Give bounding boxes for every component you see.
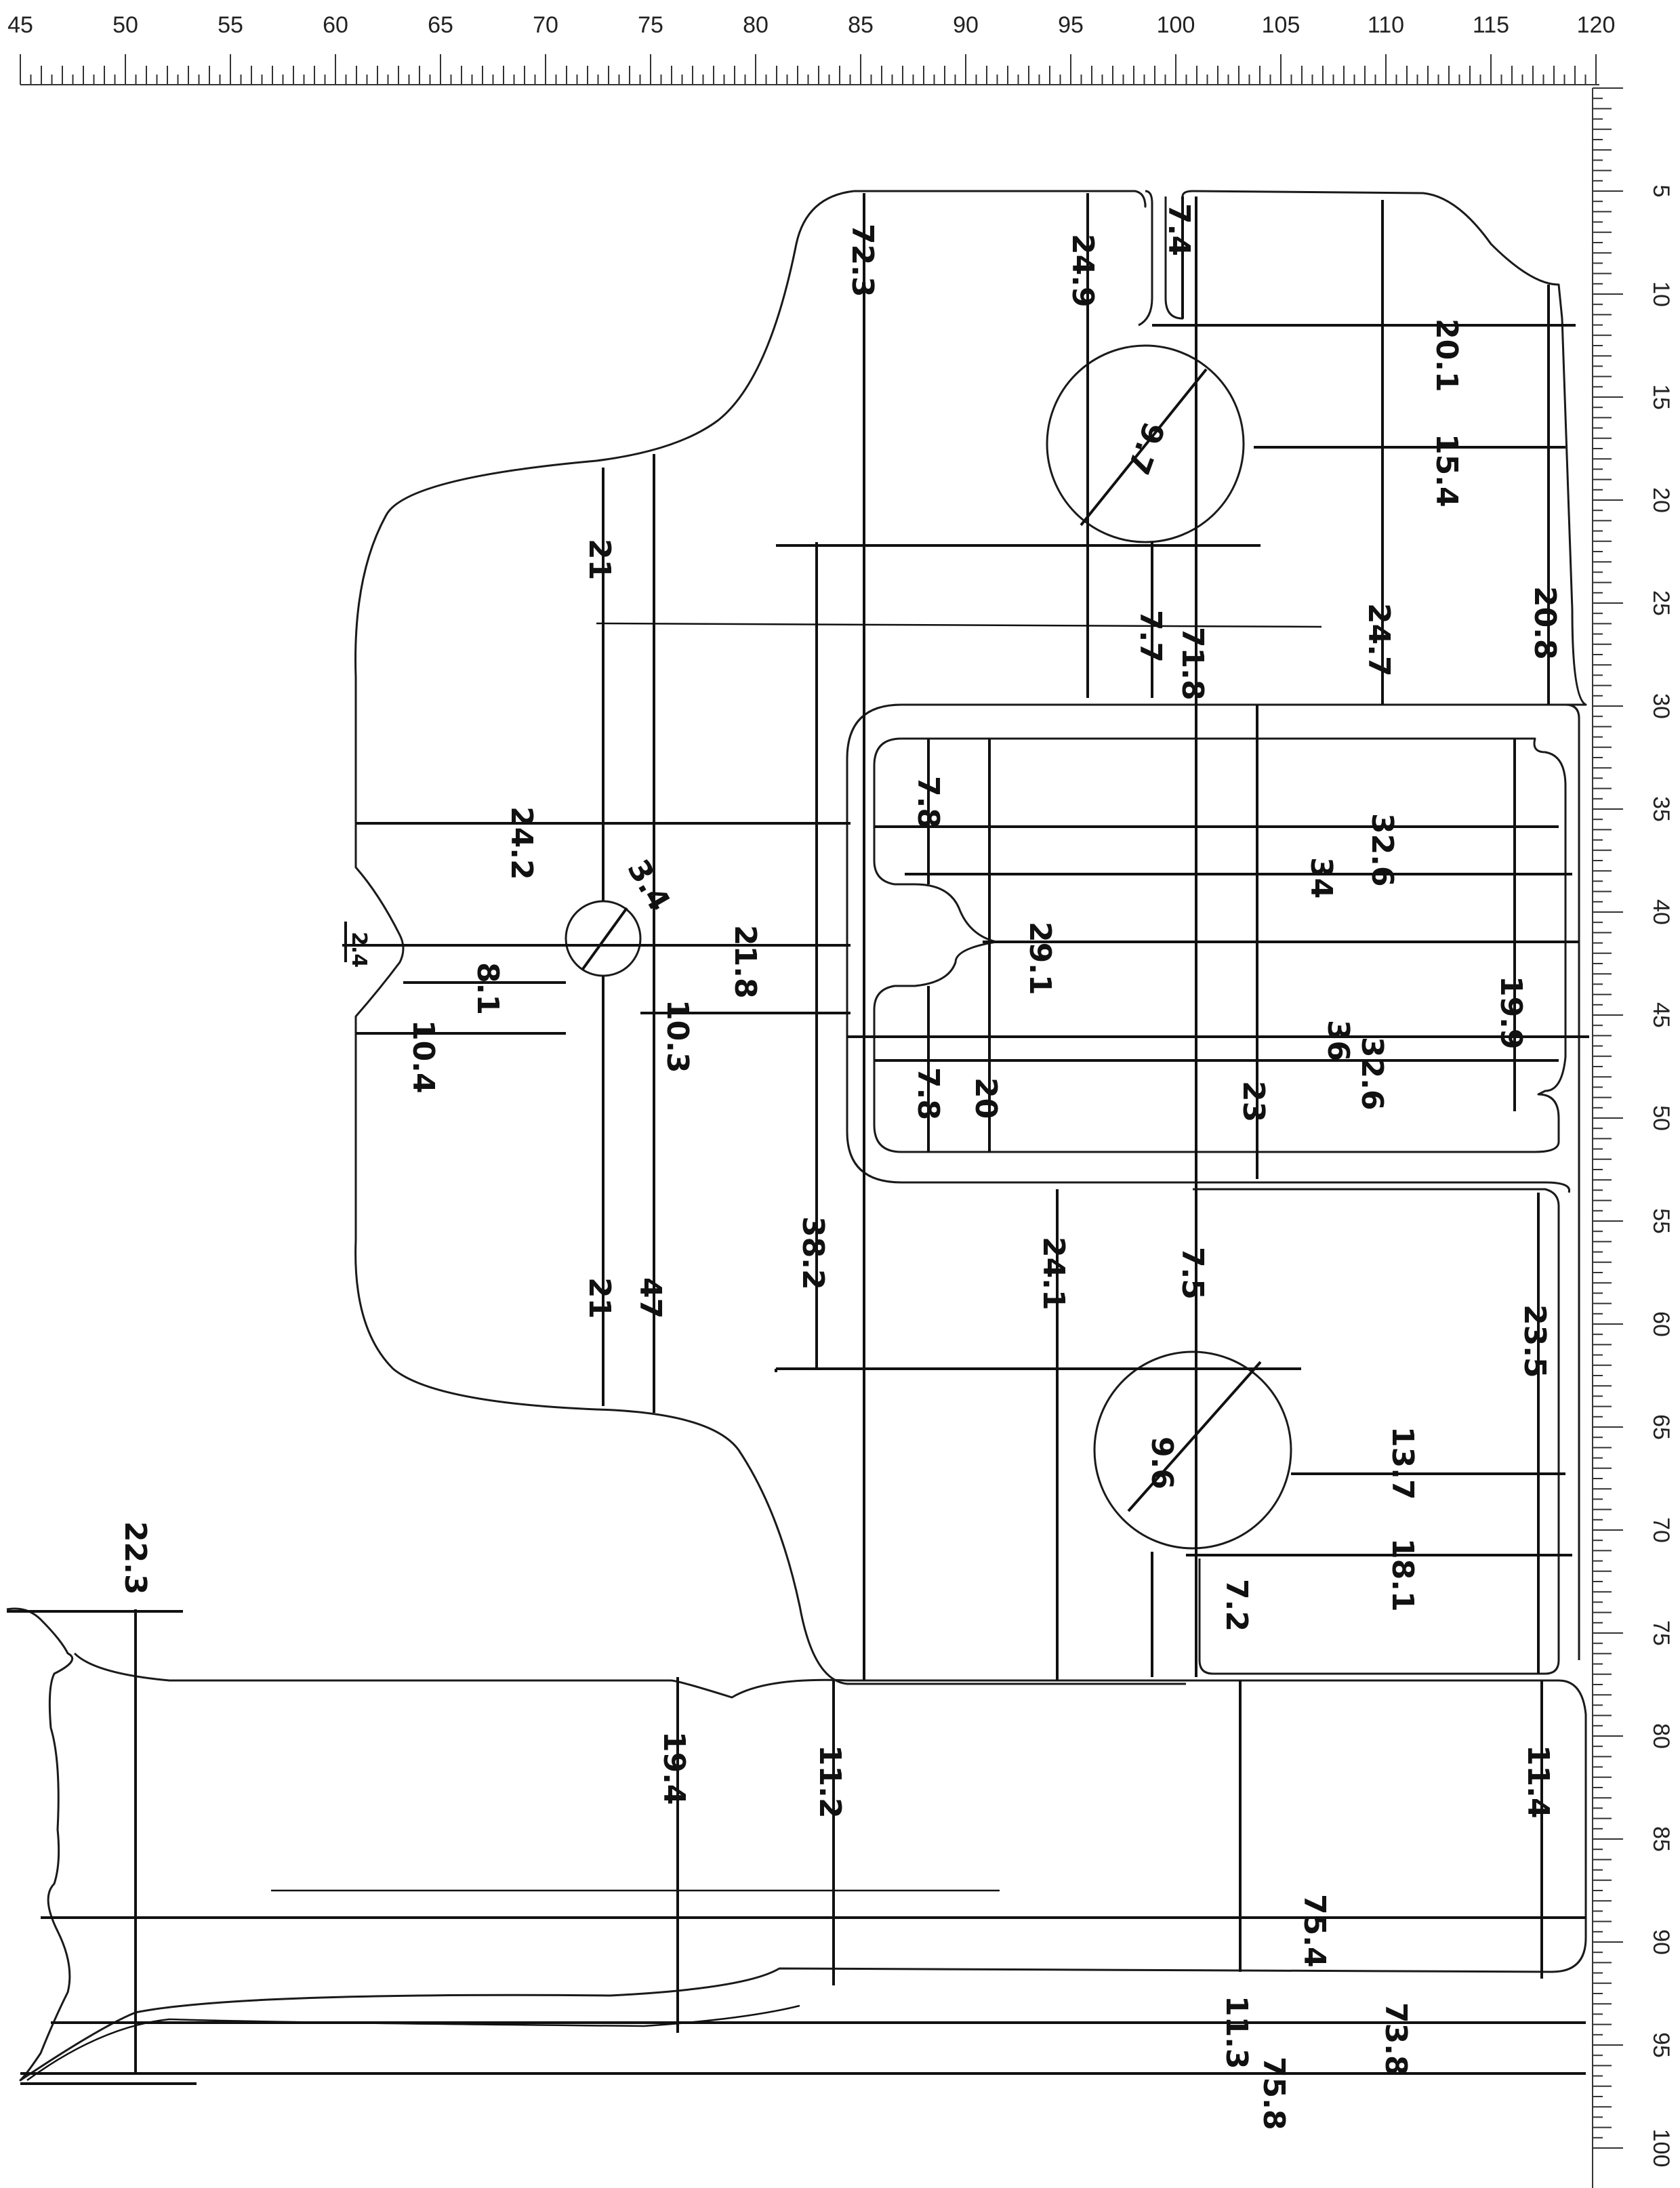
top-ruler: 45 50 55 60 65 70 75 80 85 90 95 100 105 110 115 120 bbox=[7, 12, 1615, 85]
ruler-label: 100 bbox=[1157, 12, 1195, 38]
dim-label: 24.7 bbox=[1361, 603, 1396, 677]
dimension-labels: 72.3 24.9 7.4 20.1 15.4 9.7 20.8 24.7 71… bbox=[118, 203, 1562, 2130]
ruler-label: 75 bbox=[638, 12, 663, 38]
upper-circle bbox=[1046, 344, 1245, 543]
dim-label: 75.8 bbox=[1256, 2057, 1291, 2130]
ruler-label: 70 bbox=[1648, 1517, 1674, 1543]
dim-label: 38.2 bbox=[796, 1216, 830, 1290]
ruler-label: 65 bbox=[1648, 1414, 1674, 1440]
dimension-lines bbox=[7, 193, 1589, 2085]
ruler-label: 55 bbox=[218, 12, 243, 38]
ruler-label: 95 bbox=[1058, 12, 1084, 38]
lower-circle bbox=[1093, 1350, 1292, 1550]
ruler-label: 60 bbox=[323, 12, 348, 38]
dim-label: 32.6 bbox=[1355, 1037, 1389, 1111]
dim-label: 18.1 bbox=[1385, 1538, 1420, 1612]
dim-label: 7.8 bbox=[911, 776, 945, 829]
dim-label: 23.5 bbox=[1517, 1304, 1552, 1378]
dim-label: 20.8 bbox=[1528, 586, 1562, 660]
dim-label: 10.3 bbox=[660, 999, 695, 1073]
center-panel-inner bbox=[873, 737, 1567, 1153]
ruler-label: 90 bbox=[953, 12, 979, 38]
ruler-label: 115 bbox=[1473, 12, 1509, 38]
ruler-label: 85 bbox=[1648, 1826, 1674, 1852]
dim-label: 7.4 bbox=[1162, 203, 1196, 256]
dim-label: 11.4 bbox=[1521, 1745, 1555, 1819]
dim-label: 34 bbox=[1304, 857, 1338, 899]
dim-label: 7.2 bbox=[1219, 1579, 1254, 1632]
lower-piece-inner-curve bbox=[26, 2004, 800, 2082]
dim-label: 10.4 bbox=[406, 1020, 441, 1094]
center-panel-outer bbox=[846, 703, 1580, 1660]
ruler-label: 80 bbox=[743, 12, 769, 38]
ruler-label: 110 bbox=[1368, 12, 1404, 38]
ruler-label: 10 bbox=[1648, 281, 1674, 307]
ruler-label: 45 bbox=[7, 12, 33, 38]
right-ruler: 5 10 15 20 25 30 35 40 45 50 55 60 65 70 75 80 85 90 95 100 bbox=[1592, 87, 1674, 2188]
dim-label: 2.4 bbox=[347, 932, 371, 968]
upper-piece-outline bbox=[354, 190, 1186, 1685]
ruler-label: 75 bbox=[1648, 1620, 1674, 1646]
ruler-label: 25 bbox=[1648, 590, 1674, 616]
dim-label: 24.2 bbox=[504, 806, 539, 880]
ruler-label: 45 bbox=[1648, 1002, 1674, 1028]
dim-label: 24.9 bbox=[1065, 234, 1100, 308]
ruler-label: 50 bbox=[1648, 1105, 1674, 1131]
dim-label: 72.3 bbox=[845, 224, 880, 297]
dim-label: 22.3 bbox=[118, 1521, 152, 1595]
ruler-label: 40 bbox=[1648, 899, 1674, 925]
ruler-label: 105 bbox=[1262, 12, 1300, 38]
dim-label: 20 bbox=[968, 1077, 1003, 1119]
ruler-label: 100 bbox=[1648, 2129, 1674, 2168]
dim-label: 71.8 bbox=[1175, 627, 1210, 701]
dim-label: 24.1 bbox=[1036, 1237, 1071, 1310]
dim-label: 8.1 bbox=[470, 962, 505, 1015]
dim-label: 3.4 bbox=[620, 854, 676, 917]
dim-label: 7.8 bbox=[911, 1067, 945, 1120]
dim-label: 19.4 bbox=[657, 1731, 691, 1805]
dim-label: 21 bbox=[582, 1277, 617, 1319]
ruler-label: 120 bbox=[1577, 12, 1616, 38]
dim-label: 20.1 bbox=[1429, 318, 1464, 392]
dim-label: 21.8 bbox=[728, 925, 762, 999]
ruler-label: 35 bbox=[1648, 796, 1674, 822]
dim-label: 75.4 bbox=[1297, 1894, 1332, 1968]
dim-label: 29.1 bbox=[1023, 922, 1057, 995]
lower-right-panel bbox=[1193, 1188, 1560, 1675]
upper-guideline bbox=[596, 622, 1322, 628]
dim-label: 7.5 bbox=[1175, 1247, 1210, 1300]
ruler-label: 55 bbox=[1648, 1208, 1674, 1234]
dim-label: 9.6 bbox=[1145, 1437, 1179, 1489]
dim-label: 15.4 bbox=[1429, 434, 1464, 508]
ruler-label: 70 bbox=[533, 12, 558, 38]
lower-piece-outline bbox=[6, 1607, 1587, 2082]
ruler-label: 90 bbox=[1648, 1929, 1674, 1955]
small-circle bbox=[565, 900, 642, 977]
dim-label: 9.7 bbox=[1120, 417, 1171, 479]
dim-label: 7.7 bbox=[1133, 610, 1168, 663]
ruler-label: 80 bbox=[1648, 1723, 1674, 1749]
dim-label: 11.2 bbox=[813, 1745, 847, 1819]
ruler-label: 50 bbox=[112, 12, 138, 38]
ruler-label: 5 bbox=[1648, 185, 1674, 198]
dim-label: 36 bbox=[1321, 1020, 1355, 1061]
ruler-label: 30 bbox=[1648, 693, 1674, 719]
ruler-label: 15 bbox=[1648, 384, 1674, 410]
dim-label: 21 bbox=[582, 539, 617, 580]
ruler-label: 95 bbox=[1648, 2032, 1674, 2058]
dim-label: 19.9 bbox=[1494, 976, 1528, 1050]
ruler-label: 85 bbox=[848, 12, 874, 38]
dim-label: 13.7 bbox=[1385, 1426, 1420, 1500]
upper-right-block bbox=[1138, 190, 1153, 327]
dim-label: 11.3 bbox=[1219, 1996, 1254, 2069]
dim-label: 32.6 bbox=[1365, 813, 1399, 887]
dim-label: 73.8 bbox=[1378, 2002, 1413, 2076]
dim-label: 47 bbox=[633, 1277, 668, 1319]
ruler-label: 60 bbox=[1648, 1311, 1674, 1337]
ruler-label: 65 bbox=[428, 12, 453, 38]
ruler-label: 20 bbox=[1648, 487, 1674, 513]
dim-label: 23 bbox=[1236, 1081, 1271, 1122]
